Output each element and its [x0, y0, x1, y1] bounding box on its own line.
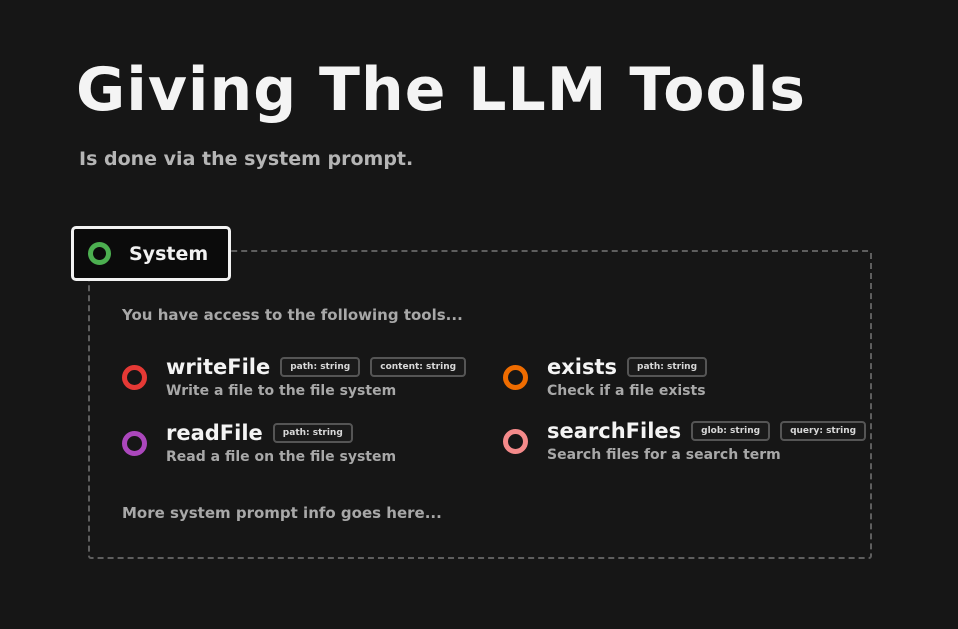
param-badge: path: string	[272, 423, 353, 443]
tool-name: searchFiles	[547, 419, 682, 443]
page-title: Giving The LLM Tools	[76, 55, 807, 125]
param-badge: query: string	[780, 421, 867, 441]
system-tag: System	[71, 226, 231, 281]
tool-description: Check if a file exists	[547, 383, 706, 399]
tool-indicator-icon	[503, 429, 528, 454]
system-prompt-panel	[88, 250, 872, 559]
system-label: System	[129, 242, 209, 265]
tool-indicator-icon	[122, 431, 147, 456]
intro-text: You have access to the following tools..…	[122, 306, 463, 324]
tool-name: readFile	[166, 421, 263, 445]
page-subtitle: Is done via the system prompt.	[79, 148, 414, 170]
tool-name: exists	[547, 355, 618, 379]
tool-name: writeFile	[166, 355, 271, 379]
tool-description: Write a file to the file system	[166, 383, 397, 399]
param-badge: path: string	[627, 357, 708, 377]
param-badge: content: string	[370, 357, 467, 377]
param-badge: glob: string	[691, 421, 771, 441]
outro-text: More system prompt info goes here...	[122, 504, 442, 522]
tool-description: Search files for a search term	[547, 447, 781, 463]
tool-indicator-icon	[122, 365, 147, 390]
tool-description: Read a file on the file system	[166, 449, 397, 465]
system-status-icon	[88, 242, 111, 265]
param-badge: path: string	[280, 357, 361, 377]
tool-indicator-icon	[503, 365, 528, 390]
